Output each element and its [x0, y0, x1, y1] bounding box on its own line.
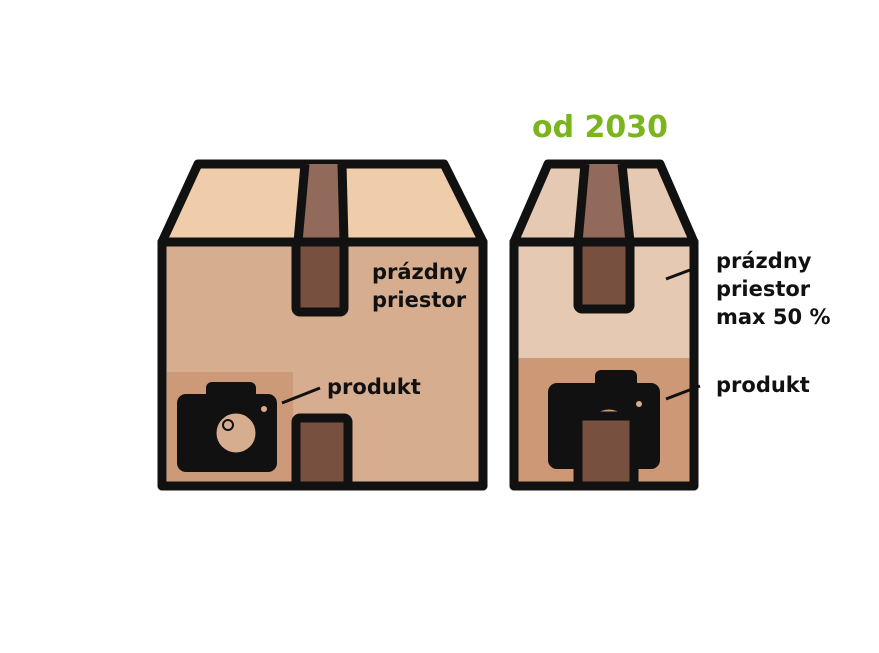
box-2030-empty-space-label: prázdny [716, 249, 812, 273]
box-current-tape-front [291, 237, 349, 317]
box-2030-empty-space-label: priestor [716, 277, 811, 301]
box-current-product-label: produkt [327, 375, 421, 399]
box-2030-tape-edge [617, 163, 635, 243]
box-2030-tape-top [578, 164, 628, 242]
box-2030: prázdny priestor max 50 % produkt [509, 159, 831, 491]
box-2030-product-label: produkt [716, 373, 810, 397]
box-current-tape-bottom [291, 413, 353, 491]
box-2030-tape-bottom [573, 411, 639, 491]
box-current-tape-edge [293, 163, 310, 243]
box-2030-product-pointer [665, 384, 701, 401]
box-current-tape-edge [337, 163, 349, 243]
box-current-empty-space-label: prázdny [372, 260, 468, 284]
box-2030-tape-edge [573, 163, 590, 243]
box-current-tape-top [298, 164, 342, 242]
box-current: prázdny priestor produkt [157, 159, 488, 491]
box-2030-tape-front [573, 237, 635, 314]
camera-icon [177, 382, 277, 472]
box-2030-empty-space-pointer [665, 265, 699, 281]
heading-od-2030: od 2030 [532, 110, 668, 145]
box-current-product-pointer [281, 386, 321, 405]
box-2030-outline [509, 237, 699, 491]
box-2030-empty-space-limit: max 50 % [716, 305, 831, 329]
box-current-outline [157, 237, 488, 491]
box-current-empty-space-label: priestor [372, 288, 467, 312]
